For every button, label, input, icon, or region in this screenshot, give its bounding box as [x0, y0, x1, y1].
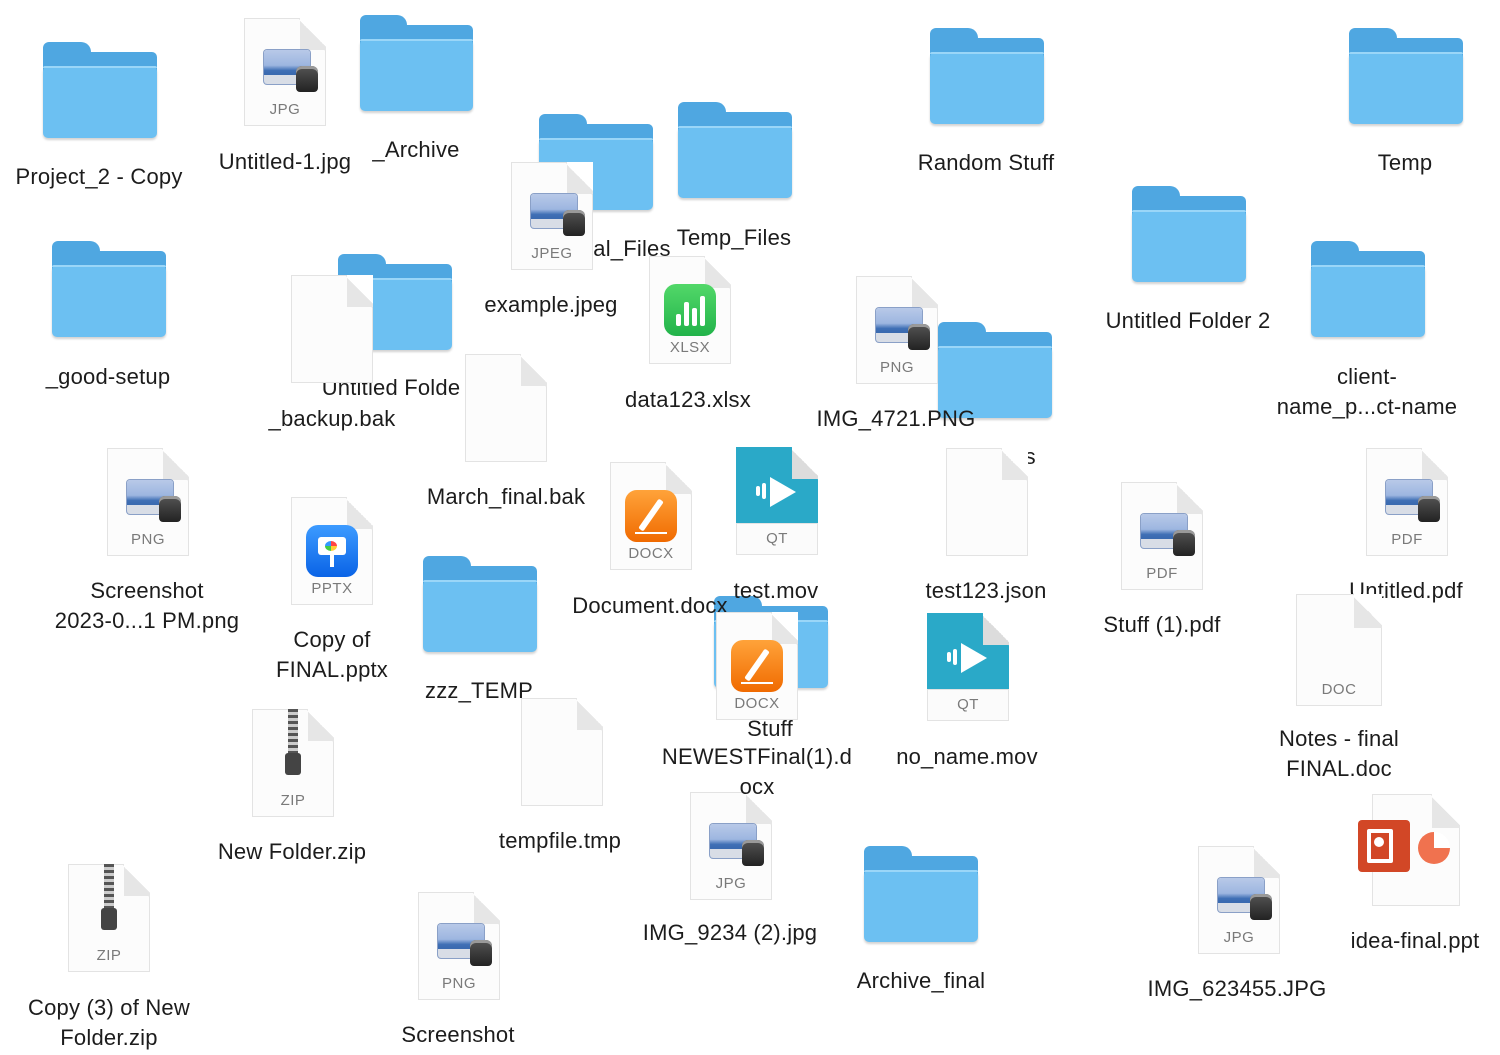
item-label: FINAL.doc [1286, 756, 1392, 781]
item-label: Stuff [747, 716, 793, 741]
pdf-file-icon: PDF [1366, 448, 1448, 556]
zipper-icon [104, 864, 114, 924]
item-label: test123.json [925, 578, 1047, 603]
item-label: example.jpeg [484, 292, 618, 317]
pie-chart-icon [1418, 832, 1450, 864]
item-label: name_p...ct-name [1276, 394, 1458, 419]
item-label: IMG_4721.PNG [816, 406, 976, 431]
jpeg-file-icon: JPEG [511, 162, 593, 270]
item-label: IMG_9234 (2).jpg [642, 920, 818, 945]
item-label: data123.xlsx [625, 387, 751, 412]
item-label: New Folder.zip [217, 839, 367, 864]
folder-icon [43, 42, 157, 138]
item-label: Untitled Folder 2 [1105, 308, 1271, 333]
item-label: Stuff (1).pdf [1103, 612, 1221, 637]
generic-file-icon [521, 698, 603, 806]
pages-icon [625, 490, 677, 542]
folder-icon [678, 102, 792, 198]
mov-file-icon: QT [736, 447, 818, 555]
docx-file-icon: DOCX [610, 462, 692, 570]
generic-file-icon [291, 275, 373, 383]
folder-icon [1349, 28, 1463, 124]
folder-icon [1132, 186, 1246, 282]
folder-icon [930, 28, 1044, 124]
generic-file-icon [946, 448, 1028, 556]
zip-file-icon: ZIP [252, 709, 334, 817]
item-label: zzz_TEMP [425, 678, 533, 703]
item-label: IMG_623455.JPG [1147, 976, 1327, 1001]
play-icon [961, 643, 987, 673]
play-icon [770, 477, 796, 507]
item-label: Temp_Files [676, 225, 792, 250]
folder-icon [1311, 241, 1425, 337]
jpg-file-icon: JPG [1198, 846, 1280, 954]
numbers-icon [664, 284, 716, 336]
item-label: idea-final.ppt [1350, 928, 1480, 953]
item-label: _good-setup [45, 364, 171, 389]
folder-icon [938, 322, 1052, 418]
png-file-icon: PNG [107, 448, 189, 556]
item-label: Temp [1377, 150, 1433, 175]
item-label: Project_2 - Copy [15, 164, 183, 189]
zip-file-icon: ZIP [68, 864, 150, 972]
item-label: Notes - final [1279, 726, 1399, 751]
item-label: NEWESTFinal(1).d [661, 744, 853, 769]
item-label: 2023-0...1 PM.png [54, 608, 240, 633]
item-label: Copy (3) of New [28, 995, 190, 1020]
item-label: Folder.zip [60, 1025, 158, 1050]
folder-icon [864, 846, 978, 942]
item-label: Screenshot [401, 1022, 515, 1047]
jpg-file-icon: JPG [244, 18, 326, 126]
mov-file-icon: QT [927, 613, 1009, 721]
png-file-icon: PNG [856, 276, 938, 384]
item-label: Copy of [293, 627, 371, 652]
pages-icon [731, 640, 783, 692]
folder-icon [423, 556, 537, 652]
item-label: no_name.mov [896, 744, 1038, 769]
docx-file-icon: DOCX [716, 612, 798, 720]
item-label: Archive_final [856, 968, 986, 993]
item-label: _backup.bak [268, 406, 396, 431]
item-label: tempfile.tmp [498, 828, 622, 853]
keynote-icon [306, 525, 358, 577]
pdf-file-icon: PDF [1121, 482, 1203, 590]
pptx-file-icon: PPTX [291, 497, 373, 605]
item-label: client- [1336, 364, 1398, 389]
item-label: Random Stuff [917, 150, 1055, 175]
png-file-icon: PNG [418, 892, 500, 1000]
item-label: ocx [739, 774, 775, 799]
item-label: Document.docx [572, 593, 728, 618]
item-label: test.mov [733, 578, 819, 603]
item-label: _Archive [372, 137, 460, 162]
item-label: FINAL.pptx [275, 657, 389, 682]
item-label: Untitled-1.jpg [218, 149, 352, 174]
item-label: March_final.bak [426, 484, 586, 509]
jpg-file-icon: JPG [690, 792, 772, 900]
powerpoint-icon [1358, 820, 1410, 872]
zipper-icon [288, 709, 298, 769]
folder-icon [52, 241, 166, 337]
item-label: Screenshot [90, 578, 204, 603]
folder-icon [360, 15, 473, 111]
doc-file-icon: DOC [1296, 594, 1382, 706]
xlsx-file-icon: XLSX [649, 256, 731, 364]
generic-file-icon [465, 354, 547, 462]
